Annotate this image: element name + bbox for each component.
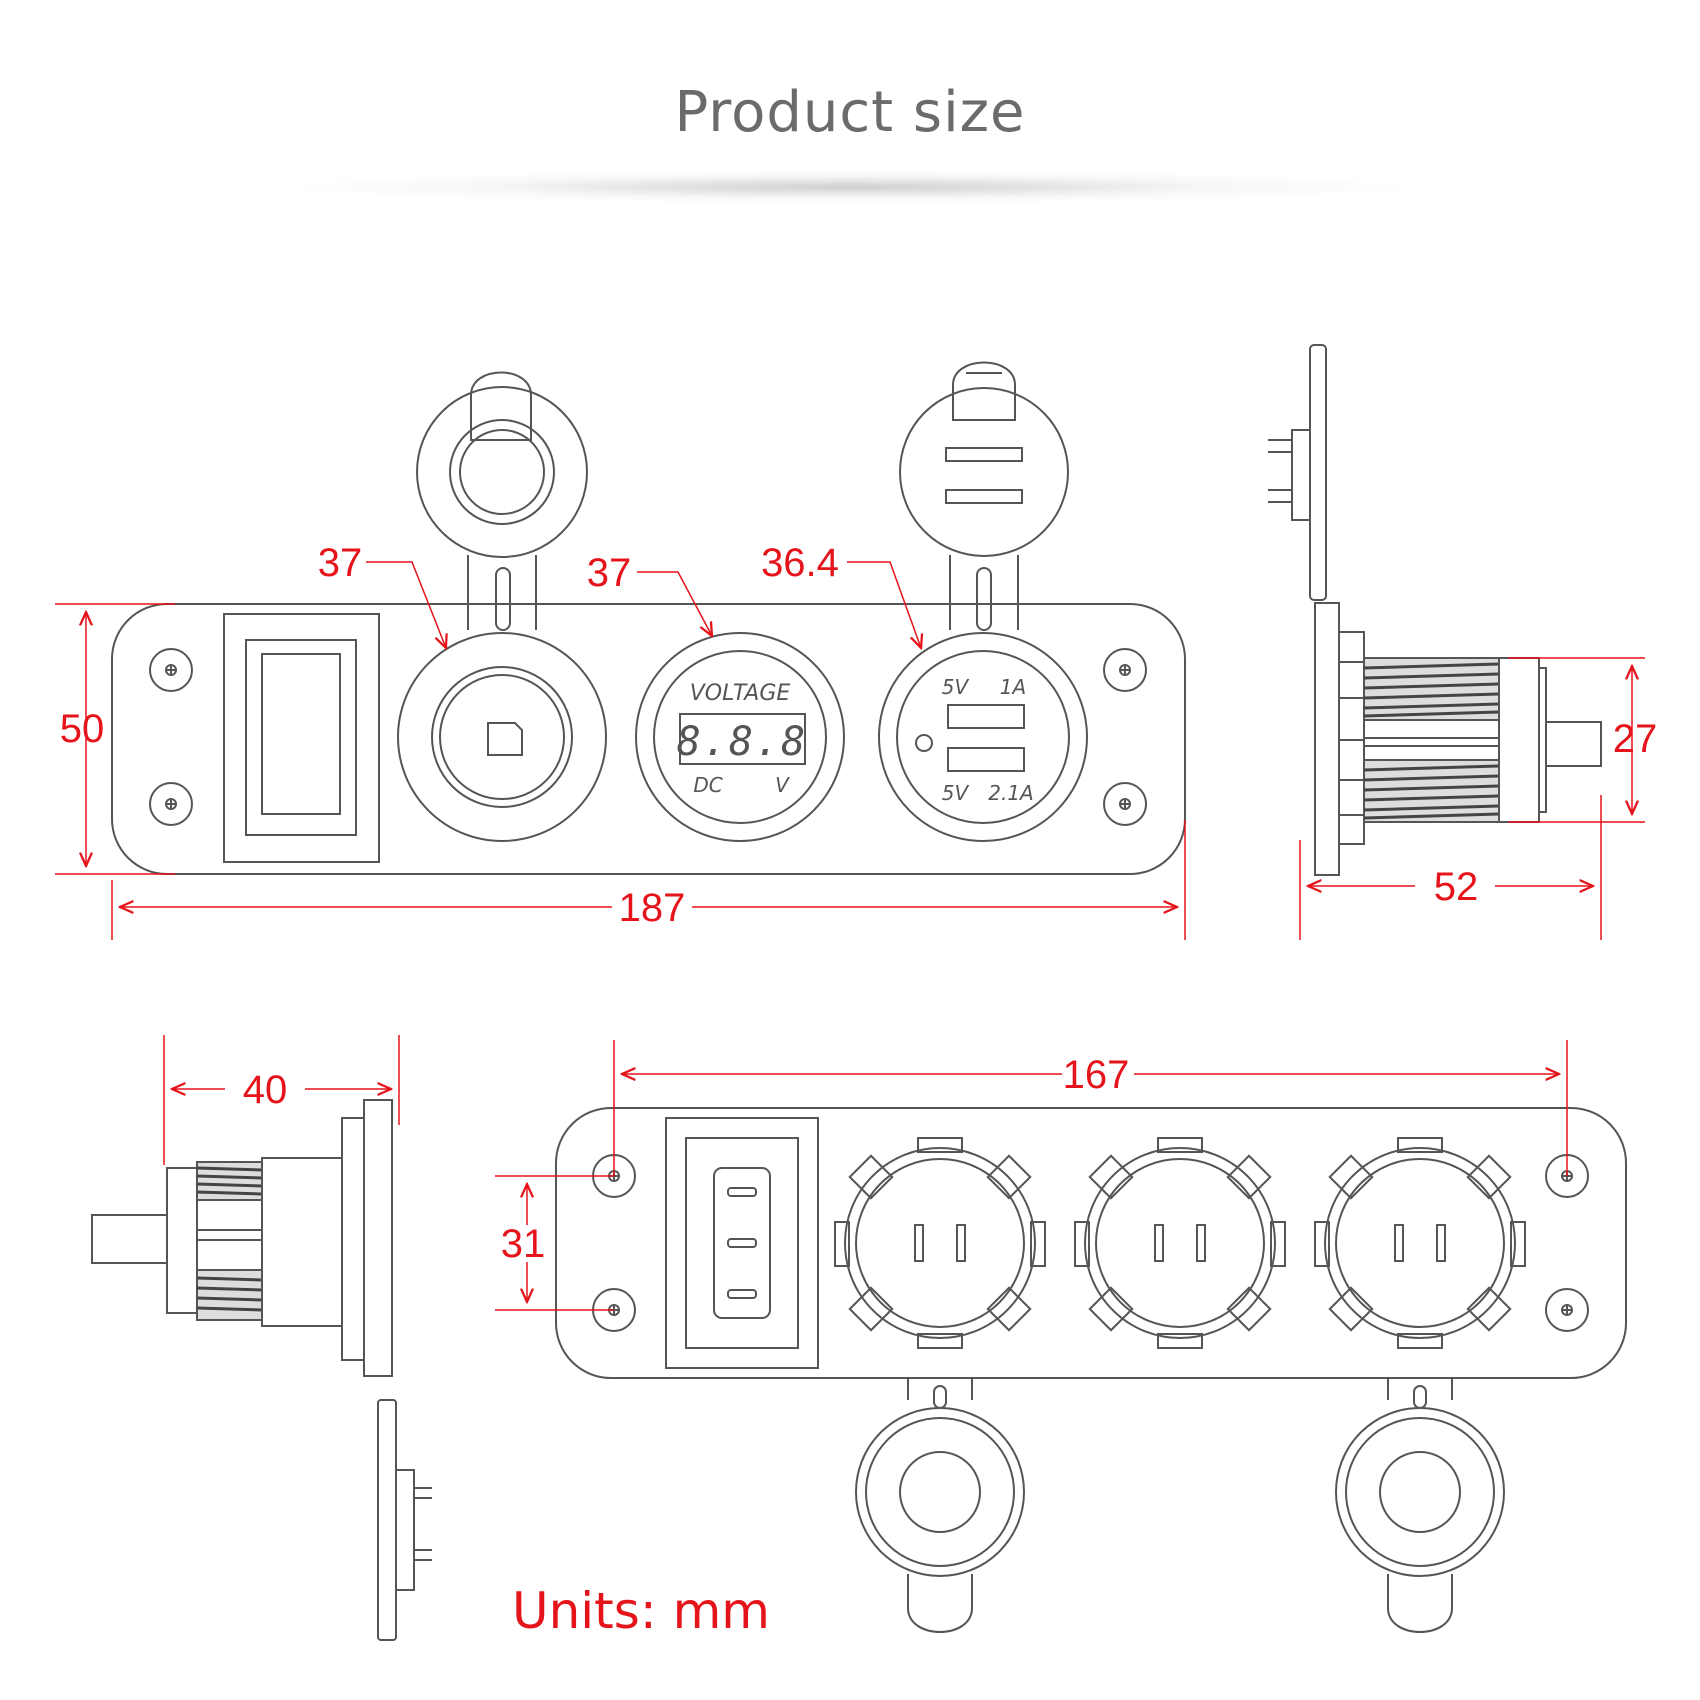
rocker-switch — [223, 613, 380, 863]
side-dimensions — [1299, 657, 1645, 940]
voltage-label: VOLTAGE — [690, 681, 791, 706]
cap-right — [1335, 1378, 1505, 1633]
usb-port2-current: 2.1A — [988, 781, 1034, 805]
thread-upper — [1363, 657, 1500, 721]
depth-dimension: 52 — [1434, 865, 1479, 909]
usb-diameter-dimension: 36.4 — [761, 541, 839, 585]
switch-back — [665, 1117, 819, 1369]
hole-spacing-y-dimension: 31 — [501, 1222, 546, 1266]
title-divider — [280, 170, 1420, 204]
cap-left — [855, 1378, 1025, 1633]
cigarette-socket — [397, 371, 607, 842]
thread-lower — [1363, 759, 1500, 823]
voltmeter: VOLTAGE 8.8.8 DC V — [635, 632, 845, 842]
side-view-2: 40 — [91, 1035, 432, 1641]
screw-icon — [1103, 648, 1147, 692]
usb-port1-voltage: 5V — [942, 675, 970, 699]
page-title: Product size — [674, 80, 1026, 145]
voltmeter-diameter-dimension: 37 — [587, 551, 632, 595]
hex-nut — [834, 1137, 1046, 1349]
hex-nut — [1074, 1137, 1286, 1349]
hole-spacing-x-dimension: 167 — [1063, 1053, 1130, 1097]
back-panel-outline — [555, 1107, 1627, 1379]
width-dimension: 187 — [619, 886, 686, 930]
front-dimensions — [55, 561, 1186, 940]
side-view: 27 52 — [1268, 344, 1658, 940]
front-panel-outline — [111, 603, 1186, 875]
side-2-depth-dimension: 40 — [243, 1068, 288, 1112]
screw-icon — [1103, 782, 1147, 826]
dc-label: DC — [693, 773, 722, 797]
usb-port1-current: 1A — [1000, 675, 1026, 699]
back-dimensions — [495, 1040, 1568, 1311]
height-dimension: 50 — [60, 707, 105, 751]
hex-nut — [1314, 1137, 1526, 1349]
screw-icon — [149, 648, 193, 692]
front-view: VOLTAGE 8.8.8 DC V 5V 1A 5V 2.1A — [55, 361, 1186, 940]
units-note: Units: mm — [512, 1582, 770, 1640]
side-2-dimensions — [163, 1035, 400, 1165]
screw-icon — [149, 782, 193, 826]
screw-icon — [1545, 1288, 1589, 1332]
back-view: 167 31 — [495, 1040, 1627, 1633]
volt-unit-label: V — [775, 773, 790, 797]
socket-diameter-dimension: 37 — [318, 541, 363, 585]
usb-port2-voltage: 5V — [942, 781, 970, 805]
thread-diameter-dimension: 27 — [1613, 717, 1658, 761]
voltmeter-digits: 8.8.8 — [677, 719, 807, 765]
usb-charger: 5V 1A 5V 2.1A — [878, 361, 1088, 842]
